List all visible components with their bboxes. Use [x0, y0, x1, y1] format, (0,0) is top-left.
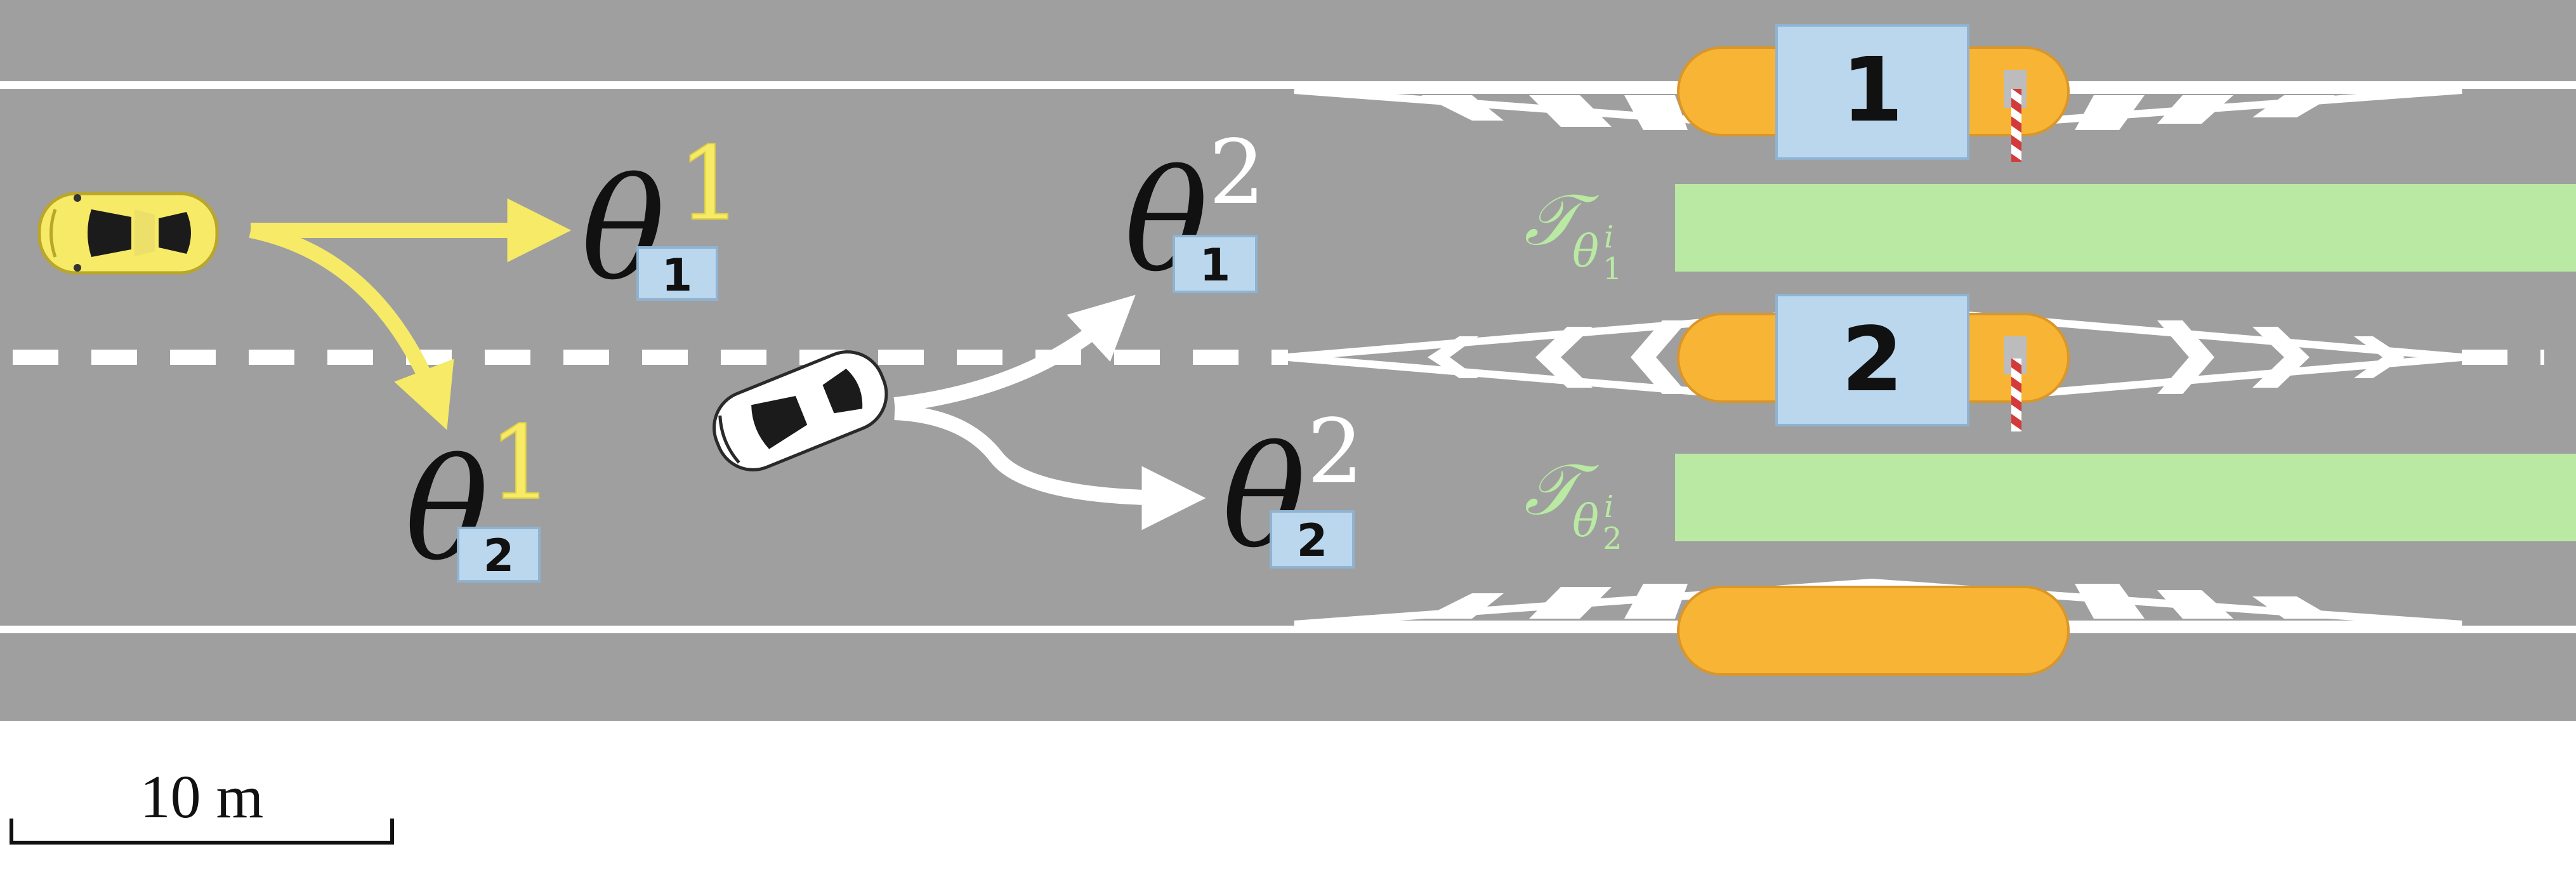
theta-superscript: 2 — [1307, 400, 1364, 504]
theta-subscript: 1 — [662, 249, 693, 301]
booth-badge-2 — [1775, 294, 1969, 426]
theta-subscript-badge — [636, 246, 718, 301]
white-arrow-lane-1 — [893, 294, 1136, 412]
theta-superscript: 1 — [678, 124, 742, 243]
region-label-2-sup: i — [1604, 489, 1613, 525]
toll-barrier-1 — [2011, 89, 2021, 162]
region-label-1-sub: 1 — [1603, 251, 1622, 287]
booth-badge-2-text: 2 — [1841, 308, 1903, 412]
theta-yellow-lane-2: θ 1 2 — [405, 403, 554, 591]
theta-subscript-badge — [457, 527, 541, 582]
theta-subscript: 2 — [1297, 515, 1328, 567]
scale-bar-label: 10 m — [140, 763, 264, 831]
scale-bar-line — [10, 819, 394, 845]
theta-white-lane-1: θ 2 1 — [1124, 121, 1265, 303]
lane-region-2 — [1675, 454, 2576, 541]
toll-booth-2: 2 — [1677, 294, 2070, 431]
toll-booth-1: 1 — [1677, 24, 2070, 162]
theta-subscript-badge — [1173, 235, 1258, 293]
theta-white-lane-2: θ 2 2 — [1222, 400, 1364, 579]
theta-subscript: 1 — [1200, 239, 1231, 291]
white-arrow-lane-2 — [894, 405, 1206, 530]
theta-yellow-lane-1: θ 1 1 — [581, 124, 743, 311]
theta-subscript-badge — [1270, 510, 1355, 569]
toll-booth-3 — [1677, 586, 2070, 676]
booth-badge-1 — [1775, 24, 1969, 160]
lane-region-1 — [1675, 184, 2576, 272]
toll-barrier-2 — [2011, 359, 2021, 431]
white-car — [713, 350, 888, 471]
region-label-1-theta: θ — [1572, 225, 1599, 277]
theta-superscript: 1 — [489, 404, 553, 522]
region-label-2-theta: θ — [1572, 495, 1599, 547]
theta-subscript: 2 — [483, 530, 515, 582]
gore-chevrons — [1421, 95, 2405, 619]
scale-bar: 10 m — [10, 763, 394, 845]
region-label-2-sub: 2 — [1603, 521, 1622, 556]
yellow-car — [37, 192, 219, 275]
yellow-arrow-lane-2 — [249, 223, 454, 430]
region-label-1-sup: i — [1604, 220, 1613, 255]
booth-badge-1-text: 1 — [1841, 39, 1903, 142]
theta-superscript: 2 — [1209, 121, 1265, 225]
